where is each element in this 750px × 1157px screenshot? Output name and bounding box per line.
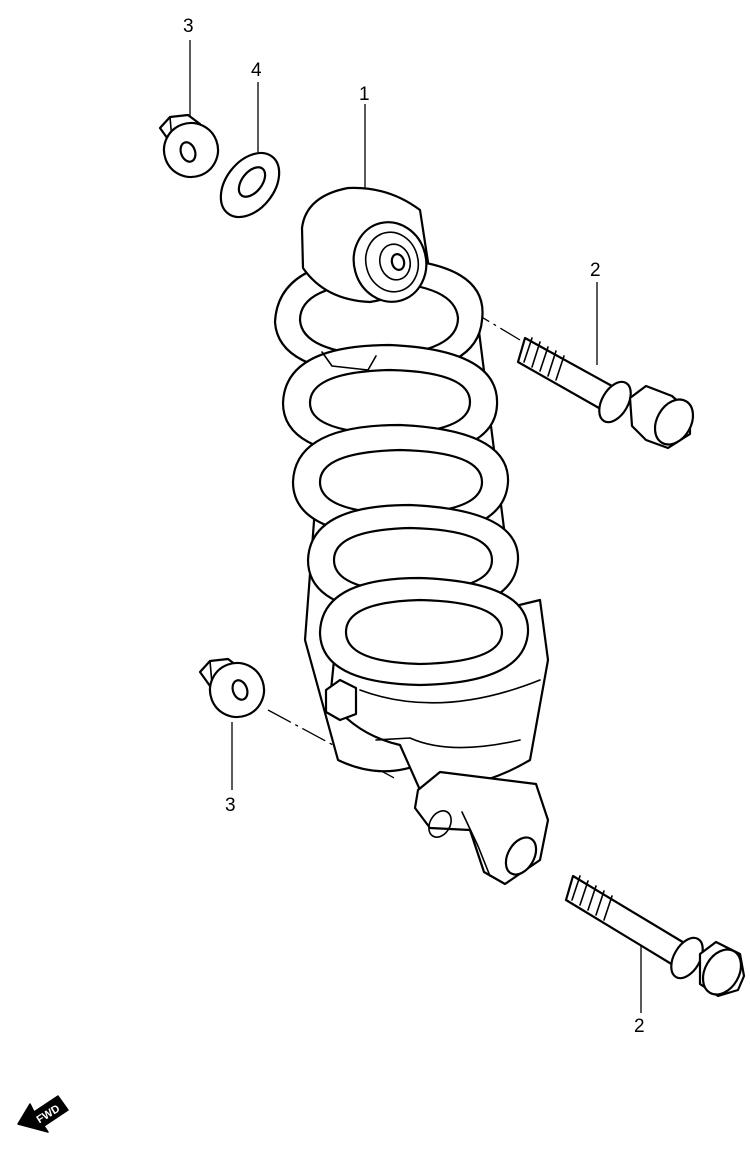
callout-3-bottom: 3 [225, 795, 236, 816]
callout-2-bottom: 2 [634, 1016, 645, 1037]
upper-bushing [300, 186, 430, 304]
mounting-bolt-bottom [564, 874, 746, 998]
callout-3-top: 3 [183, 16, 194, 37]
forward-arrow-icon: FWD [17, 1095, 69, 1133]
mounting-bolt-top [516, 336, 695, 450]
coil-spring [273, 256, 530, 687]
flange-nut-top [158, 113, 220, 179]
washer [219, 151, 281, 219]
flange-nut-bottom [198, 657, 266, 719]
rear-shock-absorber [273, 186, 550, 886]
callout-1: 1 [359, 84, 370, 105]
callout-labels: 3 4 1 2 3 2 [183, 16, 645, 1037]
callout-2-top: 2 [590, 260, 601, 281]
callout-4: 4 [251, 60, 262, 81]
